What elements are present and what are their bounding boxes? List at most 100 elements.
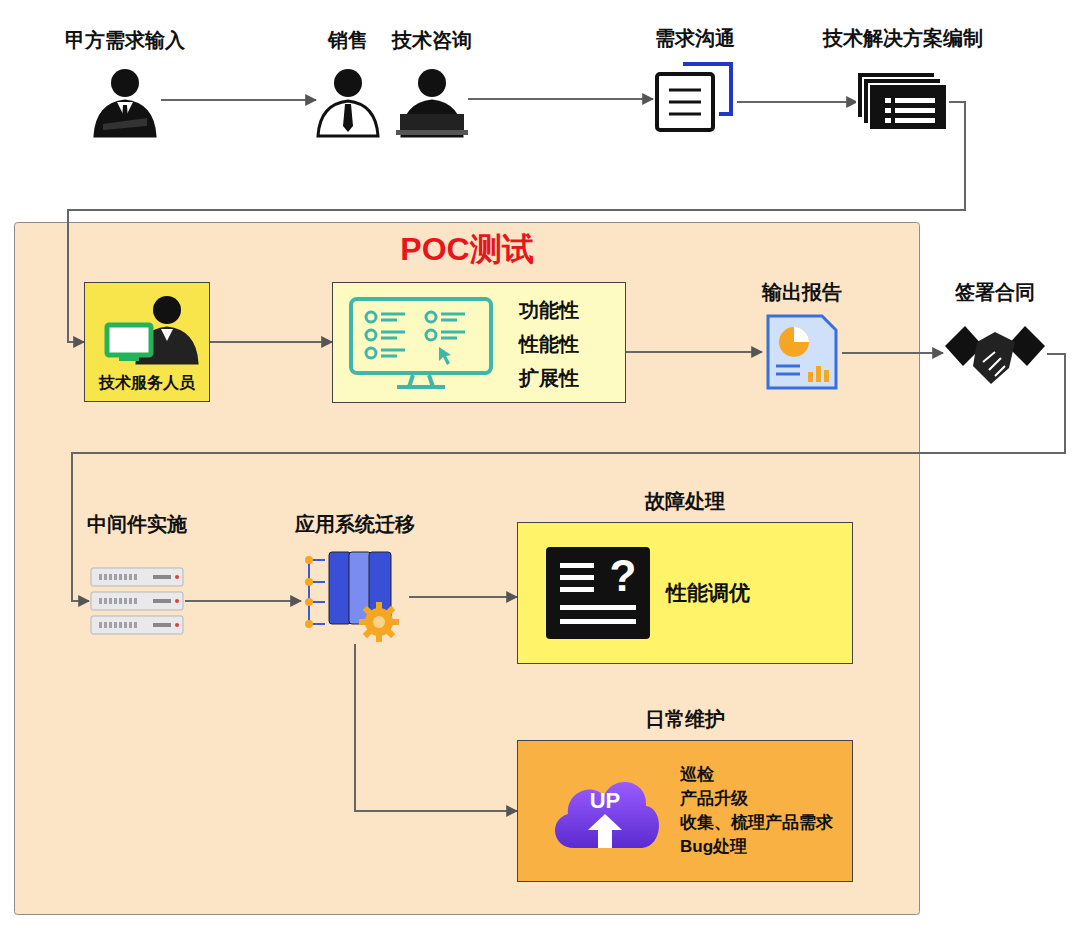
slot [153,599,171,603]
bar [816,366,821,382]
led [175,575,179,579]
icon-node: 技术解决方案编制 [818,26,988,132]
node-text: 销售 [328,28,368,52]
person-body [95,101,155,136]
slot [153,623,171,627]
flow-arrow [409,596,517,598]
icon-part [95,69,155,136]
vent [109,598,112,604]
gear-hub [373,616,385,628]
collar [161,329,173,341]
icon [943,316,1047,392]
vent [114,598,117,604]
pie [779,327,809,357]
text-column: 巡检产品升级收集、梳理产品需求Bug处理 [680,763,833,859]
flow-arrow [737,101,857,103]
node-text: 产品升级 [680,787,833,811]
icon-part [318,69,378,136]
vent [109,622,112,628]
gear [365,608,393,636]
vent [109,574,112,580]
icon-label: UP [590,790,621,812]
node-text: 功能性 [519,293,579,327]
person-body [318,101,378,136]
pie-slice [794,327,809,342]
icon-node: 应用系统迁移 [290,512,420,644]
tie [343,104,353,132]
doc-line [669,101,701,104]
node-text: 中间件实施 [87,512,187,536]
hands [973,332,1015,384]
content-box: 性能调优 [517,522,853,664]
vent [134,622,137,628]
server-unit [91,592,183,610]
text-line [560,605,636,610]
icon [347,295,497,391]
vent [119,598,122,604]
node-text: 签署合同 [955,280,1035,304]
person-head [418,69,446,97]
vent [104,598,107,604]
list-line [381,350,405,356]
list-line [441,314,465,320]
vent [104,574,107,580]
node-text: 需求沟通 [655,26,735,50]
node-text: 巡检 [680,763,833,787]
node-text: 技术咨询 [392,28,472,52]
vent [104,622,107,628]
text-column: 功能性性能性扩展性 [519,293,579,395]
monitor-frame [351,299,491,373]
crossed-arms [103,118,147,130]
vent [119,574,122,580]
list-dot [366,312,376,322]
icon-label: ? [610,554,637,598]
process-box: 功能性性能性扩展性 [332,282,626,403]
node-text: 故障处理 [645,488,725,514]
vent [99,622,102,628]
person-head [153,296,181,324]
node-text: 甲方需求输入 [65,28,185,52]
node-text: 应用系统迁移 [295,512,415,536]
column [329,552,351,624]
doc-line [895,118,935,123]
bar [824,370,829,382]
icon [857,72,949,132]
doc-sheet [869,84,947,130]
vent [99,574,102,580]
node-text: 收集、梳理产品需求 [680,811,833,835]
list-dot [366,330,376,340]
list-line [441,332,465,338]
node-text: 扩展性 [519,361,579,395]
laptop-base [396,130,468,135]
doc-line [895,108,935,113]
list-line [381,314,405,320]
vent [119,622,122,628]
icon-node: 销售 [311,28,385,136]
fingers [983,352,1005,376]
icon-part [359,602,399,642]
doc-line [669,113,701,116]
node-text: 技术解决方案编制 [823,26,983,50]
process-box: 日常维护巡检产品升级收集、梳理产品需求Bug处理 [517,706,853,882]
node-text: 日常维护 [645,706,725,732]
node-dot [305,578,313,586]
icon-label-wrap: ? [610,554,637,598]
monitor-stand [397,375,445,387]
slot [153,575,171,579]
icon-node: 需求沟通 [648,26,742,134]
computer-stand [119,355,139,361]
server-unit [91,616,183,634]
node-text: 技术服务人员 [99,373,195,393]
node-text: 性能调优 [666,578,750,608]
list-dot [366,348,376,358]
doc-line [895,98,935,103]
flow-arrow [185,600,301,602]
node-dot [305,620,313,628]
list-dot [426,312,436,322]
flow-arrow [161,99,316,101]
vent [99,598,102,604]
vent [129,598,132,604]
list-line [381,332,405,338]
icon [762,314,842,390]
led [175,599,179,603]
